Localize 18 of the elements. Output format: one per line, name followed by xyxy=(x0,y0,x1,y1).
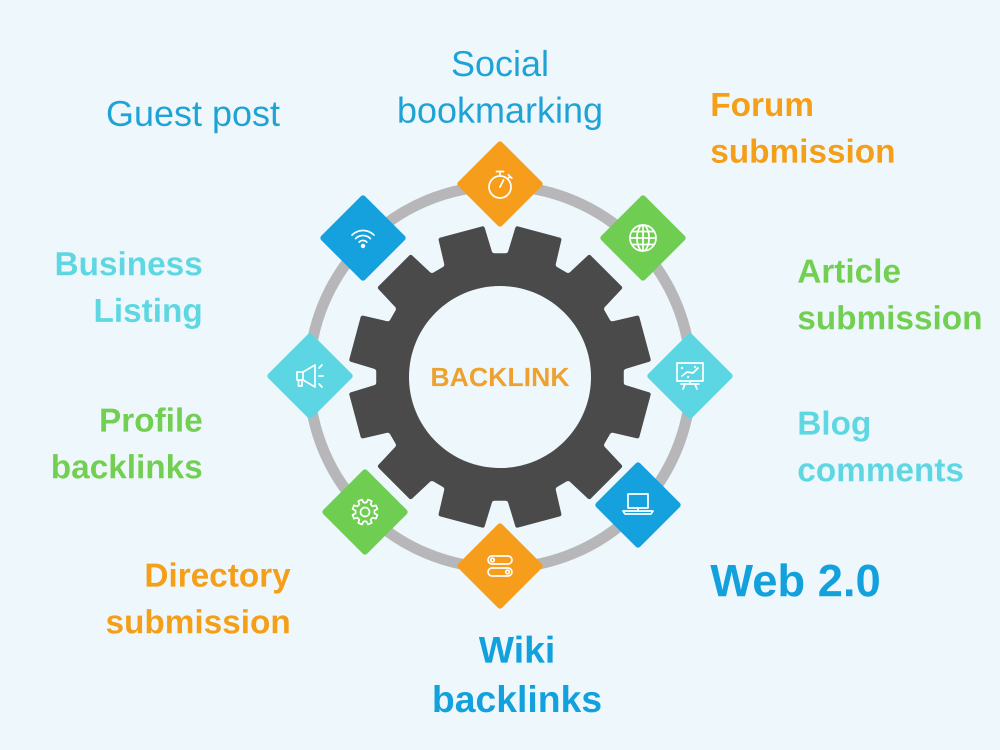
diamond-tile xyxy=(457,523,543,609)
diamond-tile xyxy=(647,333,733,419)
diamond-tile xyxy=(595,462,681,548)
diamond-tile xyxy=(457,141,543,227)
category-label: Wiki backlinks xyxy=(434,636,601,712)
category-label: Guest post xyxy=(108,100,280,134)
diamond-tile xyxy=(322,469,408,555)
category-label: Blog comments xyxy=(798,410,963,482)
diamond-tile xyxy=(600,195,686,281)
category-label: Business Listing xyxy=(56,251,202,329)
category-label: Social bookmarking xyxy=(399,50,601,130)
category-label: Forum submission xyxy=(711,93,894,163)
category-label: Directory submission xyxy=(106,562,291,634)
diamond-tile xyxy=(267,333,353,419)
category-label: Profile backlinks xyxy=(53,407,202,479)
category-label: Article submission xyxy=(798,258,980,330)
category-label: Web 2.0 xyxy=(710,563,879,597)
diamond-tile xyxy=(320,195,406,281)
